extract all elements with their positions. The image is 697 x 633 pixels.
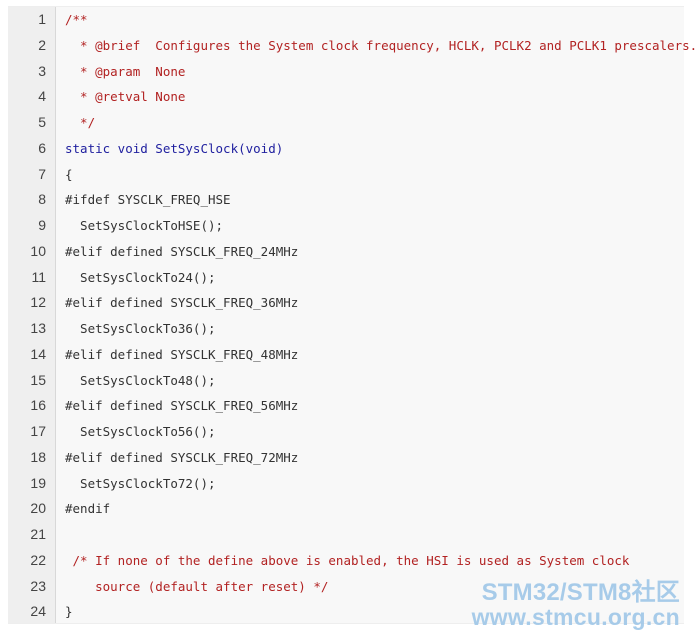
code-line-4: 4 * @retval None bbox=[8, 84, 684, 110]
code-line-10: 10 #elif defined SYSCLK_FREQ_24MHz bbox=[8, 239, 684, 265]
code-text: SetSysClockTo24(); bbox=[65, 269, 216, 285]
code-line-20: 20 #endif bbox=[8, 496, 684, 522]
line-number: 5 bbox=[38, 114, 46, 130]
code-line-11: 11 SetSysClockTo24(); bbox=[8, 265, 684, 291]
line-number: 14 bbox=[30, 345, 46, 362]
line-number: 10 bbox=[30, 242, 46, 259]
code-text: #elif defined SYSCLK_FREQ_24MHz bbox=[65, 243, 299, 259]
code-text: #elif defined SYSCLK_FREQ_36MHz bbox=[65, 295, 299, 311]
line-number: 20 bbox=[30, 500, 46, 517]
code-line-7: 7{ bbox=[8, 162, 684, 188]
code-text: * @brief Configures the System clock fre… bbox=[65, 37, 697, 53]
line-number: 13 bbox=[30, 320, 46, 336]
code-text: #endif bbox=[65, 501, 111, 517]
line-number: 9 bbox=[38, 217, 46, 233]
code-text: /* If none of the define above is enable… bbox=[65, 552, 630, 568]
line-number-gutter bbox=[8, 7, 56, 623]
code-text: static void SetSysClock(void) bbox=[65, 140, 284, 156]
code-line-3: 3 * @param None bbox=[8, 59, 684, 85]
code-line-5: 5 */ bbox=[8, 110, 684, 136]
line-number: 1 bbox=[38, 11, 46, 27]
code-line-22: 22 /* If none of the define above is ena… bbox=[8, 548, 684, 574]
code-text: * @retval None bbox=[65, 89, 186, 105]
code-text: } bbox=[65, 604, 73, 620]
code-line-17: 17 SetSysClockTo56(); bbox=[8, 419, 684, 445]
code-line-1: 1 /** bbox=[8, 7, 684, 33]
line-number: 23 bbox=[30, 577, 46, 594]
code-text: SetSysClockTo36(); bbox=[65, 321, 216, 336]
line-number: 18 bbox=[30, 448, 46, 465]
code-line-9: 9 SetSysClockToHSE(); bbox=[8, 213, 684, 239]
line-number: 17 bbox=[30, 423, 46, 439]
line-number: 8 bbox=[38, 191, 46, 208]
code-text: { bbox=[65, 166, 73, 182]
line-number: 11 bbox=[31, 268, 46, 285]
line-number: 12 bbox=[30, 294, 46, 311]
code-text: SetSysClockToHSE(); bbox=[65, 218, 224, 233]
line-number: 3 bbox=[38, 62, 46, 79]
code-text: #elif defined SYSCLK_FREQ_72MHz bbox=[65, 449, 299, 465]
code-line-13: 13 SetSysClockTo36(); bbox=[8, 316, 684, 342]
code-text: SetSysClockTo48(); bbox=[65, 372, 216, 388]
code-line-16: 16 #elif defined SYSCLK_FREQ_56MHz bbox=[8, 393, 684, 419]
code-line-12: 12 #elif defined SYSCLK_FREQ_36MHz bbox=[8, 290, 684, 316]
code-line-2: 2 * @brief Configures the System clock f… bbox=[8, 33, 697, 59]
code-line-14: 14 #elif defined SYSCLK_FREQ_48MHz bbox=[8, 342, 684, 368]
line-number: 2 bbox=[38, 36, 46, 53]
code-line-24: 24} bbox=[8, 599, 684, 625]
code-text: * @param None bbox=[65, 63, 186, 79]
code-line-18: 18 #elif defined SYSCLK_FREQ_72MHz bbox=[8, 445, 684, 471]
code-text: SetSysClockTo72(); bbox=[65, 475, 216, 491]
code-line-21: 21 bbox=[8, 522, 684, 548]
line-number: 21 bbox=[30, 526, 46, 542]
line-number: 22 bbox=[30, 551, 46, 568]
line-number: 15 bbox=[30, 371, 46, 388]
code-line-6: 6 static void SetSysClock(void) bbox=[8, 136, 684, 162]
code-text: #ifdef SYSCLK_FREQ_HSE bbox=[65, 192, 231, 208]
line-number: 4 bbox=[38, 88, 46, 105]
code-text: #elif defined SYSCLK_FREQ_56MHz bbox=[65, 398, 299, 414]
code-lines: 1 /** 2 * @brief Configures the System cl… bbox=[8, 7, 697, 625]
code-line-15: 15 SetSysClockTo48(); bbox=[8, 368, 684, 394]
code-block[interactable]: 1 /** 2 * @brief Configures the System cl… bbox=[8, 6, 697, 625]
code-line-8: 8 #ifdef SYSCLK_FREQ_HSE bbox=[8, 187, 684, 213]
line-number: 7 bbox=[38, 165, 46, 182]
code-text: source (default after reset) */ bbox=[65, 578, 329, 594]
line-number: 16 bbox=[30, 397, 46, 414]
line-number: 6 bbox=[38, 139, 46, 156]
line-number: 19 bbox=[30, 474, 46, 491]
code-line-19: 19 SetSysClockTo72(); bbox=[8, 471, 684, 497]
code-line-23: 23 source (default after reset) */ bbox=[8, 574, 684, 600]
code-text: SetSysClockTo56(); bbox=[65, 424, 216, 439]
line-number: 24 bbox=[30, 603, 46, 620]
code-text: /** bbox=[65, 12, 88, 27]
code-text: #elif defined SYSCLK_FREQ_48MHz bbox=[65, 346, 299, 362]
code-text: */ bbox=[65, 115, 96, 130]
